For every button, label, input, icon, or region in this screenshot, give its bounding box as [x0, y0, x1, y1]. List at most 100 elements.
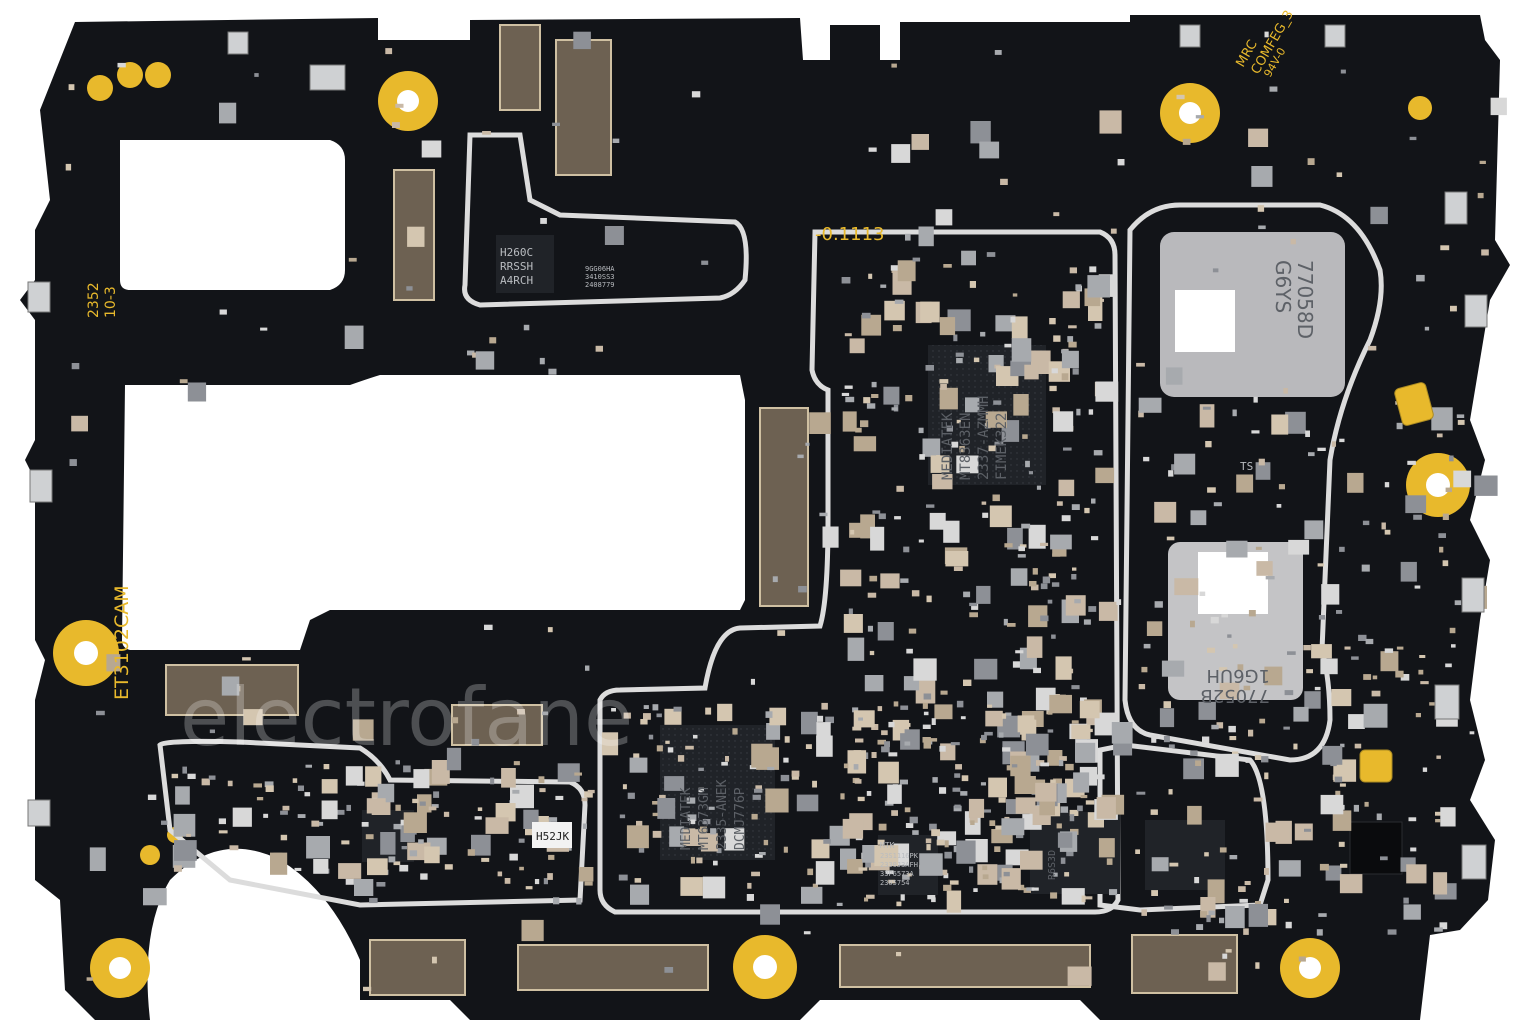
passive-component — [175, 786, 190, 805]
passive-component — [887, 784, 902, 804]
passive-component — [1151, 735, 1159, 740]
mtk-line5: 2305754 — [880, 879, 910, 887]
passive-component — [842, 411, 857, 432]
passive-component — [304, 792, 311, 797]
passive-component — [539, 357, 545, 365]
passive-component — [1199, 591, 1206, 596]
passive-component — [1269, 86, 1278, 92]
passive-component — [256, 797, 264, 801]
passive-component — [361, 822, 369, 827]
passive-component — [864, 675, 884, 692]
passive-component — [292, 778, 298, 783]
passive-component — [939, 745, 946, 752]
passive-component — [475, 351, 495, 370]
passive-component — [1069, 814, 1075, 822]
passive-component — [282, 805, 290, 811]
passive-component — [986, 252, 996, 257]
passive-component — [732, 728, 738, 735]
passive-components — [65, 31, 1507, 992]
passive-component — [652, 830, 662, 838]
passive-component — [906, 648, 913, 654]
passive-component — [784, 736, 790, 743]
passive-component — [587, 789, 595, 794]
passive-component — [1449, 455, 1454, 462]
passive-component — [209, 729, 215, 734]
passive-component — [783, 846, 788, 853]
passive-component — [420, 873, 428, 880]
passive-component — [1283, 726, 1290, 730]
passive-component — [1028, 605, 1048, 628]
passive-component — [1151, 857, 1169, 872]
passive-component — [1035, 782, 1057, 802]
passive-component — [765, 711, 773, 718]
passive-component — [1047, 599, 1053, 604]
passive-component — [656, 713, 662, 718]
passive-component — [904, 741, 911, 746]
passive-component — [844, 333, 852, 337]
passive-component — [752, 794, 761, 800]
passive-component — [443, 811, 450, 817]
passive-component — [1091, 536, 1099, 541]
passive-component — [1325, 865, 1342, 881]
passive-component — [783, 757, 789, 763]
passive-component — [920, 301, 940, 323]
passive-component — [1080, 795, 1088, 799]
passive-component — [1261, 756, 1269, 763]
passive-component — [1251, 166, 1273, 187]
passive-component — [847, 859, 863, 874]
passive-component — [1022, 434, 1028, 439]
passive-component — [1207, 487, 1216, 493]
passive-component — [1053, 212, 1060, 217]
passive-component — [961, 775, 969, 782]
passive-component — [883, 386, 900, 405]
passive-component — [1117, 159, 1125, 166]
passive-component — [1171, 929, 1179, 935]
passive-component — [956, 419, 961, 424]
passive-component — [1314, 686, 1321, 691]
passive-component — [1339, 874, 1363, 894]
passive-component — [1278, 484, 1285, 490]
passive-component — [891, 144, 911, 163]
passive-component — [1362, 520, 1370, 526]
passive-component — [673, 706, 682, 712]
passive-component — [1331, 441, 1336, 447]
passive-component — [908, 628, 917, 634]
passive-component — [1228, 725, 1236, 733]
passive-component — [987, 704, 993, 708]
passive-component — [923, 742, 931, 749]
passive-component — [1056, 823, 1062, 829]
passive-component — [985, 411, 1007, 428]
passive-component — [477, 807, 483, 811]
passive-component — [1068, 325, 1077, 329]
passive-component — [1018, 884, 1025, 891]
passive-component — [1015, 650, 1024, 654]
passive-component — [1245, 759, 1254, 763]
passive-component — [913, 658, 937, 681]
passive-component — [899, 728, 905, 734]
passive-component — [280, 810, 288, 815]
passive-component — [809, 412, 831, 434]
passive-component — [1161, 660, 1185, 677]
passive-component — [504, 878, 511, 884]
passive-component — [208, 775, 216, 780]
passive-component — [997, 715, 1021, 738]
passive-component — [1146, 621, 1163, 636]
rf-connectors — [1359, 382, 1434, 783]
passive-component — [822, 526, 839, 548]
passive-component — [669, 826, 685, 847]
passive-component — [1255, 901, 1261, 906]
passive-component — [497, 871, 503, 877]
passive-component — [866, 894, 875, 899]
passive-component — [352, 719, 374, 741]
passive-component — [424, 846, 440, 864]
passive-component — [922, 724, 931, 729]
passive-component — [885, 870, 894, 875]
passive-component — [871, 394, 879, 398]
passive-component — [1159, 708, 1175, 728]
passive-component — [201, 778, 210, 786]
passive-component — [1318, 615, 1325, 620]
passive-component — [869, 650, 875, 656]
date-line1: 2352 — [86, 282, 102, 318]
passive-component — [683, 829, 702, 846]
shield-lower-line1: 77052B — [1200, 685, 1270, 706]
